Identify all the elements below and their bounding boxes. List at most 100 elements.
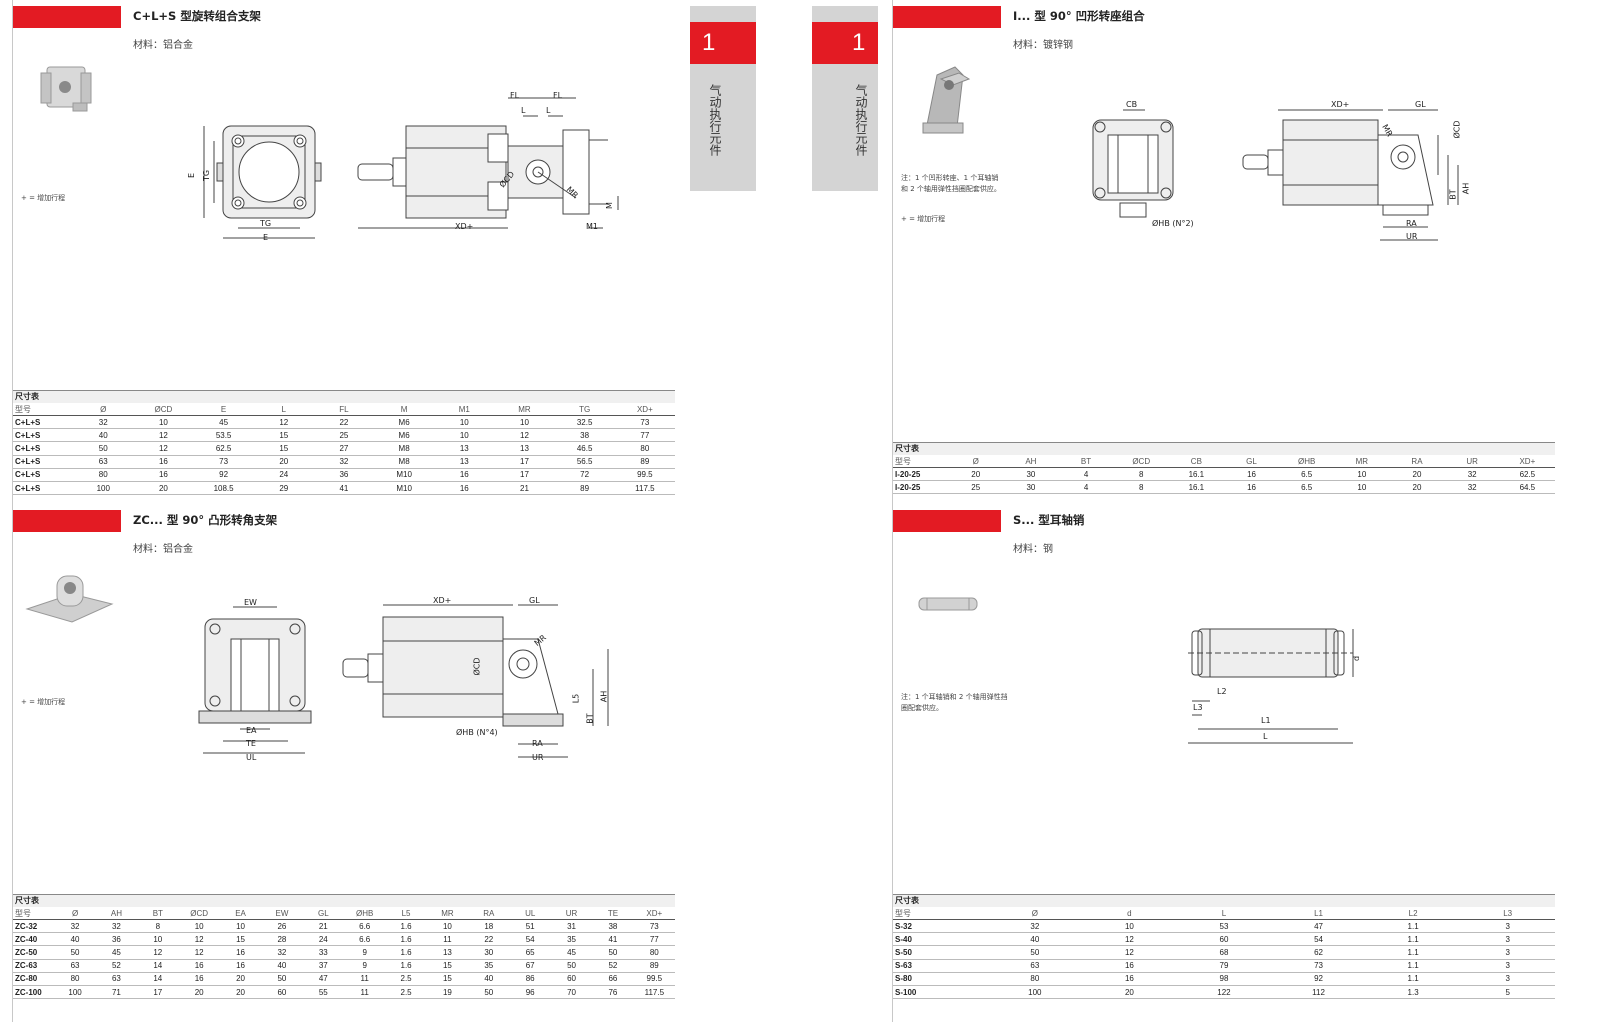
value-cell: 108.5 [193,481,254,496]
value-cell: M8 [374,455,435,469]
value-cell: 63 [95,972,138,986]
value-cell: 40 [54,932,96,947]
dim-label: L5 [571,693,581,704]
model-cell: ZC-80 [13,972,55,986]
value-cell: 30 [468,945,510,960]
value-cell: 16 [1082,972,1177,986]
value-cell: 20 [1082,985,1177,1000]
value-cell: 92 [1271,972,1366,986]
column-header: E [193,403,254,416]
value-cell: 2.5 [385,972,427,986]
value-cell: 60 [261,985,303,1000]
value-cell: 20 [948,467,1004,482]
model-cell: C+L+S [13,481,74,496]
column-header: MR [1334,455,1390,468]
value-cell: 20 [1389,467,1445,482]
value-cell: 11 [344,985,386,1000]
value-cell: 13 [434,441,495,456]
value-cell: 73 [1271,959,1366,973]
value-cell: 67 [509,959,551,973]
value-cell: 63 [54,959,96,973]
value-cell: 35 [550,932,593,947]
value-cell: 62.5 [193,441,254,456]
value-cell: 9 [344,945,386,960]
section-title: I... 型 90° 凹形转座组合 [1013,9,1145,23]
dim-label: ØCD [472,657,482,676]
value-cell: 20 [133,481,194,496]
value-cell: 10 [133,415,194,430]
value-cell: 17 [494,455,555,469]
value-cell: 89 [554,481,615,496]
value-cell: 1.6 [385,932,427,947]
value-cell: 98 [1176,972,1272,986]
column-header: L1 [1271,907,1366,920]
dim-label: RA [1406,219,1417,228]
chapter-tab-left: 1 气动执行元件 [690,6,756,191]
stroke-note: + = 增加行程 [21,194,66,202]
value-cell: 13 [434,455,495,469]
dim-label: ØCD [1452,120,1462,139]
column-header: L [253,403,314,416]
dim-label: TG [260,219,272,228]
value-cell: 14 [137,959,179,973]
value-cell: 8 [1113,467,1169,482]
column-header: TE [592,907,634,920]
dim-label: d [1352,655,1362,662]
value-cell: 80 [614,441,675,456]
dim-label: XD+ [455,222,474,231]
column-header: UR [1444,455,1500,468]
value-cell: 50 [592,945,634,960]
value-cell: 20 [253,455,314,469]
value-cell: 12 [133,441,194,456]
value-cell: 31 [550,919,593,934]
model-cell: S-40 [893,932,988,947]
value-cell: 62 [1271,945,1366,960]
product-photo [17,564,117,644]
column-header: 型号 [13,907,55,920]
model-cell: C+L+S [13,455,74,469]
section-title: ZC... 型 90° 凸形转角支架 [133,513,278,527]
value-cell: 32 [1444,467,1500,482]
value-cell: 30 [1003,467,1059,482]
value-cell: 40 [468,972,510,986]
value-cell: 36 [313,468,375,482]
value-cell: 41 [592,932,634,947]
technical-drawing [198,604,609,758]
value-cell: 22 [313,415,375,430]
value-cell: 6.6 [344,919,386,934]
value-cell: 3 [1460,919,1555,934]
model-cell: ZC-100 [13,985,55,1000]
value-cell: 54 [509,932,551,947]
value-cell: 76 [592,985,634,1000]
value-cell: 12 [494,428,555,443]
value-cell: 40 [987,932,1083,947]
value-cell: 22 [468,932,510,947]
value-cell: 12 [137,945,179,960]
model-cell: S-32 [893,919,988,934]
value-cell: 66 [592,972,634,986]
value-cell: 33 [302,945,344,960]
value-cell: 46.5 [554,441,615,456]
model-cell: S-100 [893,985,988,1000]
chapter-number: 1 [812,22,878,64]
dim-label: AH [1461,182,1471,195]
section-title: C+L+S 型旋转组合支架 [133,9,261,23]
value-cell: 10 [178,919,220,934]
value-cell: 77 [614,428,675,443]
value-cell: 12 [1082,932,1177,947]
table-header-row: 型号 Ø d L L1 L2 L3 [893,907,1555,920]
value-cell: 4 [1058,480,1114,495]
column-header: EW [261,907,303,920]
column-header: XD+ [633,907,675,920]
value-cell: 20 [1389,480,1445,495]
value-cell: 11 [344,972,386,986]
value-cell: 14 [137,972,179,986]
chapter-tab-right: 1 气动执行元件 [812,6,878,191]
column-header: L5 [385,907,427,920]
table-title: 尺寸表 [893,894,1555,907]
